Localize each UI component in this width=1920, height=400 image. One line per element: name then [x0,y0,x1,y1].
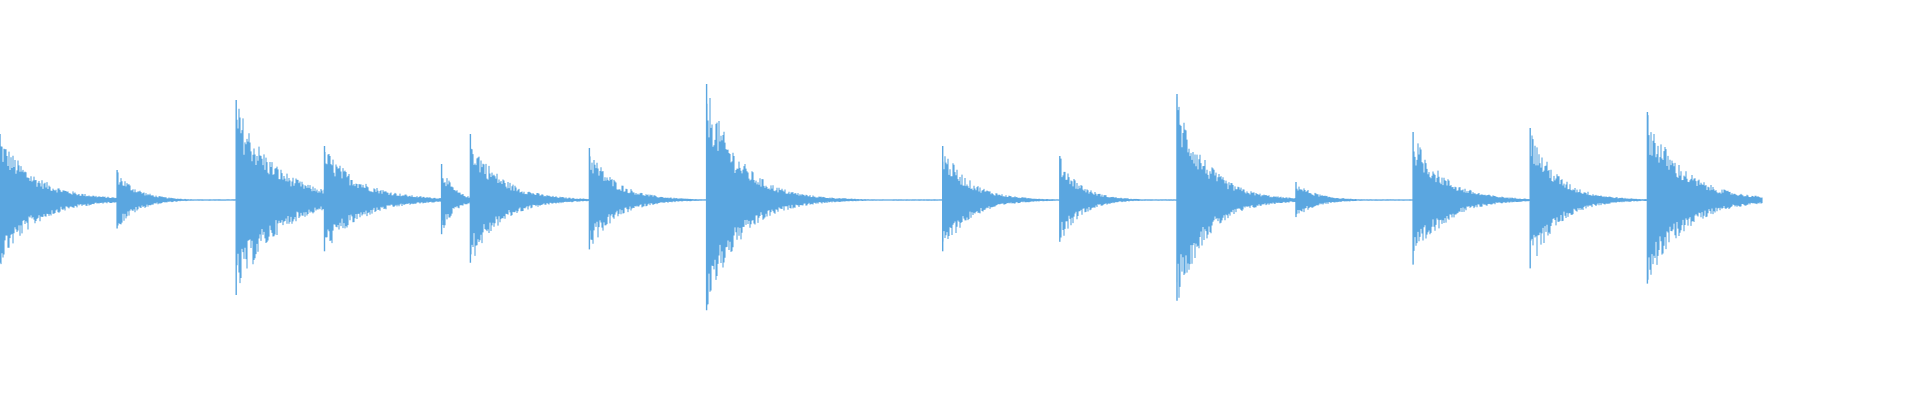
waveform-path [0,96,1763,306]
waveform-trace [0,84,1763,311]
